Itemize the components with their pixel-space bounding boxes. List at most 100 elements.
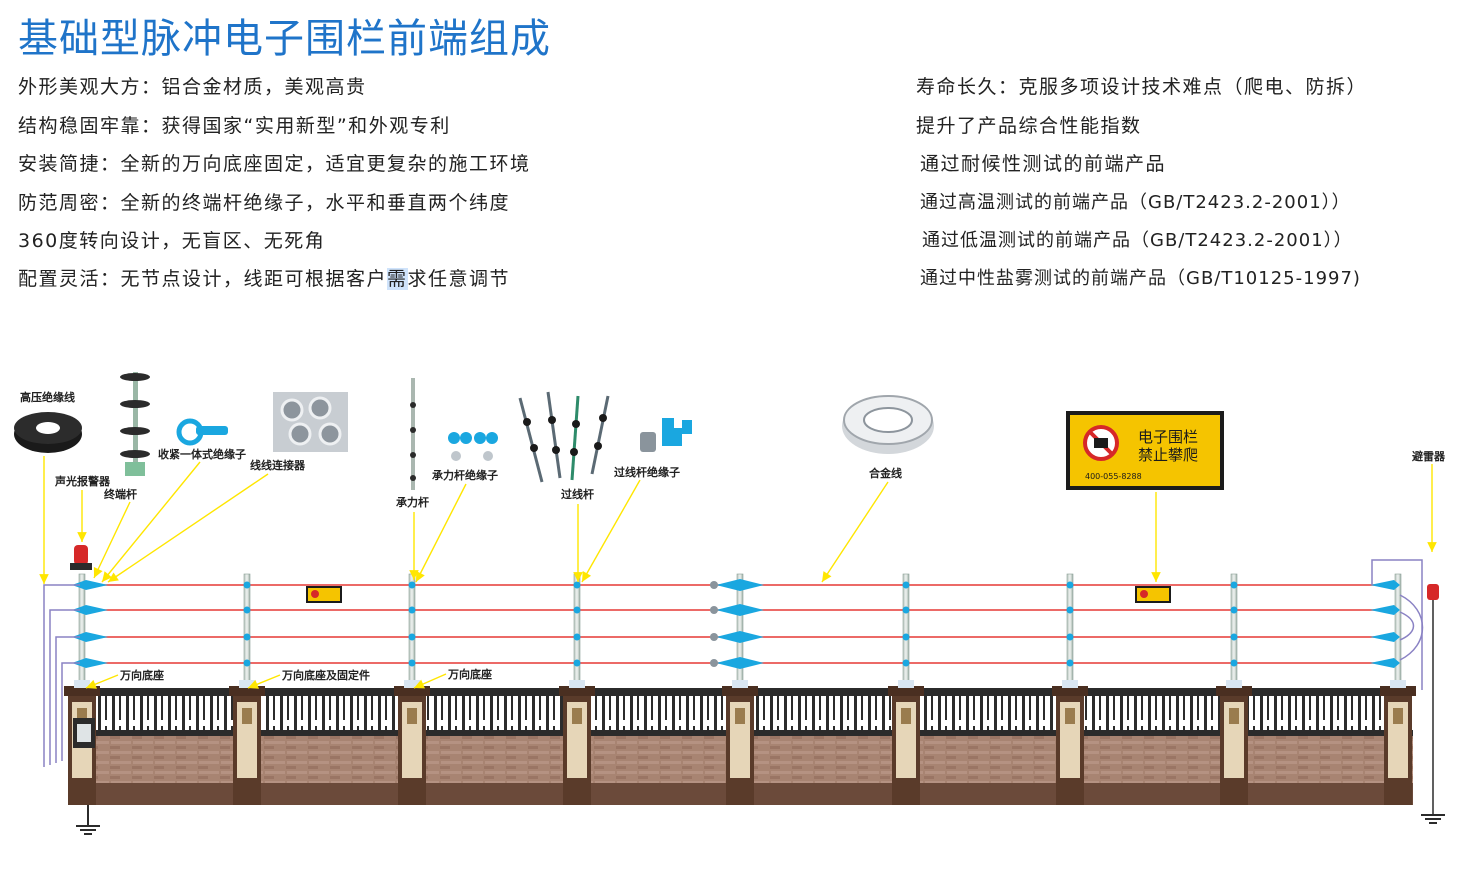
feature-right-6: 通过中性盐雾测试的前端产品（GB/T10125-1997) — [920, 268, 1361, 289]
insulator — [243, 659, 251, 667]
insulator — [243, 581, 251, 589]
insulator-clamp — [710, 606, 718, 614]
insulator — [408, 606, 416, 614]
callout-head-15 — [414, 679, 425, 689]
insulator — [902, 581, 910, 589]
insulator — [716, 579, 764, 591]
insulator — [1370, 632, 1400, 642]
callout-head-8 — [573, 572, 583, 582]
fence-pole-9 — [1394, 573, 1402, 687]
callout-head-11 — [1151, 572, 1161, 582]
callout-head-1 — [39, 574, 49, 584]
callout-line-7 — [415, 483, 467, 583]
pillar-ornament-1 — [77, 708, 87, 724]
pole-base-8 — [1226, 680, 1242, 688]
fence-pole-6 — [902, 573, 910, 687]
feature-left-4: 防范周密：全新的终端杆绝缘子，水平和垂直两个纬度 — [18, 192, 511, 214]
sign-line1: 电子围栏 — [1138, 428, 1198, 446]
feature-left-1: 外形美观大方：铝合金材质，美观高贵 — [18, 76, 367, 98]
fence-pole-7 — [1066, 573, 1074, 687]
tension-insulator-icon — [176, 418, 228, 446]
insulator — [1066, 606, 1074, 614]
pillar-cap-8 — [1216, 686, 1252, 696]
callout-head-7 — [416, 571, 425, 582]
label-stress-pole: 承力杆 — [396, 495, 429, 509]
insulator — [716, 604, 764, 616]
callout-head-5 — [108, 572, 119, 582]
pillar-cap-9 — [1380, 686, 1416, 696]
insulators — [72, 579, 1400, 669]
feature-right-5: 通过低温测试的前端产品（GB/T2423.2-2001）） — [922, 230, 1353, 251]
callout-line-3 — [93, 501, 131, 579]
insulator — [902, 633, 910, 641]
insulator-clamp — [710, 633, 718, 641]
callout-line-10 — [821, 481, 889, 583]
callout-head-10 — [822, 571, 832, 582]
alloy-wire-icon — [842, 395, 934, 454]
insulator-clamp — [710, 659, 718, 667]
label-alloy-wire: 合金线 — [869, 466, 902, 480]
pillar-ornament-4 — [572, 708, 582, 724]
small-sign-2 — [1135, 586, 1171, 603]
label-lightning: 避雷器 — [1412, 449, 1446, 463]
callout-line-9 — [581, 479, 641, 583]
hv-wire-icon — [14, 412, 82, 453]
label-tension-insulator: 收紧一体式绝缘子 — [158, 447, 246, 461]
pole-base-5 — [732, 680, 748, 688]
insulator — [1370, 605, 1400, 615]
feature-right-3: 通过耐候性测试的前端产品 — [920, 153, 1167, 175]
label-hv-wire: 高压绝缘线 — [20, 390, 75, 404]
callout-head-13 — [86, 679, 97, 689]
label-pass-pole: 过线杆 — [561, 487, 594, 501]
callout-line-4 — [101, 461, 201, 583]
callout-head-4 — [102, 571, 112, 582]
insulator — [573, 659, 581, 667]
pillar-ornament-7 — [1065, 708, 1075, 724]
page-title: 基础型脉冲电子围栏前端组成 — [18, 16, 551, 62]
feature-left-3: 安装简捷：全新的万向底座固定，适宜更复杂的施工环境 — [18, 153, 531, 175]
insulator — [243, 633, 251, 641]
pillar-cap-7 — [1052, 686, 1088, 696]
callout-arrows — [39, 456, 1437, 689]
insulator — [243, 606, 251, 614]
small-sign-1 — [306, 586, 342, 603]
pillar-ornament-8 — [1229, 708, 1239, 724]
pillar-ornament-5 — [735, 708, 745, 724]
callout-head-2 — [77, 532, 87, 542]
insulator — [1230, 606, 1238, 614]
insulator — [1370, 580, 1400, 590]
insulator — [716, 631, 764, 643]
callout-head-9 — [582, 571, 592, 582]
label-wire-connector: 线线连接器 — [250, 458, 306, 472]
insulator — [573, 581, 581, 589]
label-alarm: 声光报警器 — [54, 474, 111, 488]
stress-insulator-icon — [448, 432, 498, 461]
pole-base-6 — [898, 680, 914, 688]
feature-right-1: 寿命长久：克服多项设计技术难点（爬电、防拆） — [916, 76, 1368, 98]
fence-pole-3 — [408, 573, 416, 687]
insulator — [1230, 633, 1238, 641]
pole-base-1 — [74, 680, 90, 688]
feature-right-4: 通过高温测试的前端产品（GB/T2423.2-2001）） — [920, 192, 1351, 213]
insulator — [72, 580, 108, 590]
sign-phone: 400-055-8288 — [1085, 472, 1142, 481]
callout-line-5 — [107, 473, 269, 583]
insulator — [902, 606, 910, 614]
pole-base-2 — [239, 680, 255, 688]
insulator — [1230, 659, 1238, 667]
insulator — [72, 632, 108, 642]
pole-base-7 — [1062, 680, 1078, 688]
pillar-cap-3 — [394, 686, 430, 696]
terminal-pole-image-icon — [120, 372, 150, 476]
label-pass-insulator: 过线杆绝缘子 — [614, 465, 680, 479]
insulator — [408, 633, 416, 641]
warning-sign: 电子围栏 禁止攀爬 400-055-8288 — [1066, 411, 1224, 490]
lead-wires — [43, 559, 1424, 767]
fence-pole-2 — [243, 573, 251, 687]
pillar-cap-2 — [229, 686, 265, 696]
callout-head-12 — [1427, 542, 1437, 552]
insulator — [72, 605, 108, 615]
stress-pole-image-icon — [410, 378, 416, 490]
pillar-ornament-2 — [242, 708, 252, 724]
fence-pole-1 — [78, 573, 86, 687]
